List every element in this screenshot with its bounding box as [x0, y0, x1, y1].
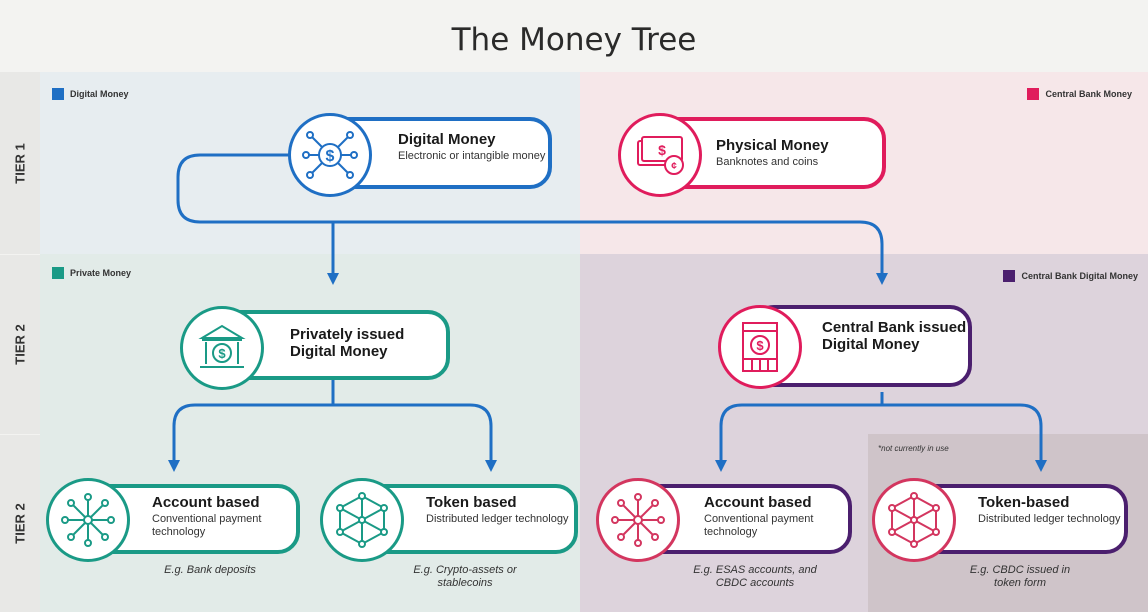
node-title: Account based	[152, 494, 260, 511]
node-title: Account based	[704, 494, 812, 511]
connector-private-branches	[172, 378, 493, 462]
arrowhead	[876, 273, 888, 285]
distributed-ledger-icon	[872, 478, 956, 562]
legend-label: Central Bank Digital Money	[1021, 271, 1138, 281]
node-title: Token based	[426, 494, 517, 511]
legend-central-bank-digital-money: Central Bank Digital Money	[1003, 270, 1138, 282]
node-title: Physical Money	[716, 137, 829, 154]
node-title: Central Bank issued Digital Money	[822, 319, 967, 354]
svg-text:$: $	[326, 148, 335, 165]
digital-money-icon: $	[288, 113, 372, 197]
node-subtitle: Distributed ledger technology	[426, 513, 569, 526]
legend-label: Central Bank Money	[1045, 89, 1132, 99]
legend-digital-money: Digital Money	[52, 88, 129, 100]
arrowhead	[715, 460, 727, 472]
connector-digital-to-cbdm	[176, 153, 884, 275]
node-title: Digital Money	[398, 131, 496, 148]
arrowhead	[1035, 460, 1047, 472]
svg-text:$: $	[756, 338, 764, 353]
example-cbdc-token: E.g. CBDC issued in token form	[969, 564, 1071, 590]
svg-text:¢: ¢	[671, 161, 677, 172]
connector-cbdm-branches	[719, 392, 1043, 462]
example-bank-deposits: E.g. Bank deposits	[164, 564, 256, 576]
svg-text:$: $	[658, 142, 666, 158]
node-subtitle: Electronic or intangible money	[398, 150, 546, 163]
node-subtitle: Conventional payment technology	[704, 513, 814, 539]
arrowhead	[485, 460, 497, 472]
arrowhead	[168, 460, 180, 472]
node-title: Privately issued Digital Money	[290, 326, 405, 361]
tier-1-label: TIER 1	[0, 72, 40, 254]
legend-private-money: Private Money	[52, 267, 131, 279]
bank-icon: $	[180, 306, 264, 390]
node-title: Token-based	[978, 494, 1070, 511]
not-in-use-note: *not currently in use	[878, 444, 949, 453]
legend-swatch	[52, 267, 64, 279]
legend-swatch	[1003, 270, 1016, 282]
tier-3-label: TIER 2	[0, 434, 40, 612]
legend-swatch	[52, 88, 64, 100]
physical-money-icon: $ ¢	[618, 113, 702, 197]
node-subtitle: Banknotes and coins	[716, 156, 819, 169]
page-title: The Money Tree	[451, 22, 697, 58]
arrowhead	[327, 273, 339, 285]
distributed-ledger-icon	[320, 478, 404, 562]
example-esas-accounts: E.g. ESAS accounts, and CBDC accounts	[693, 564, 817, 590]
network-hub-icon	[596, 478, 680, 562]
legend-swatch	[1027, 88, 1040, 100]
central-bank-building-icon: $	[718, 305, 802, 389]
tier-2-label: TIER 2	[0, 254, 40, 434]
legend-label: Private Money	[70, 268, 132, 278]
network-hub-icon	[46, 478, 130, 562]
node-subtitle: Conventional payment technology	[152, 513, 262, 539]
example-crypto-assets: E.g. Crypto-assets or stablecoins	[413, 564, 517, 590]
legend-central-bank-money: Central Bank Money	[1027, 88, 1132, 100]
svg-text:$: $	[218, 346, 226, 361]
legend-label: Digital Money	[70, 89, 129, 99]
node-subtitle: Distributed ledger technology	[978, 513, 1121, 526]
